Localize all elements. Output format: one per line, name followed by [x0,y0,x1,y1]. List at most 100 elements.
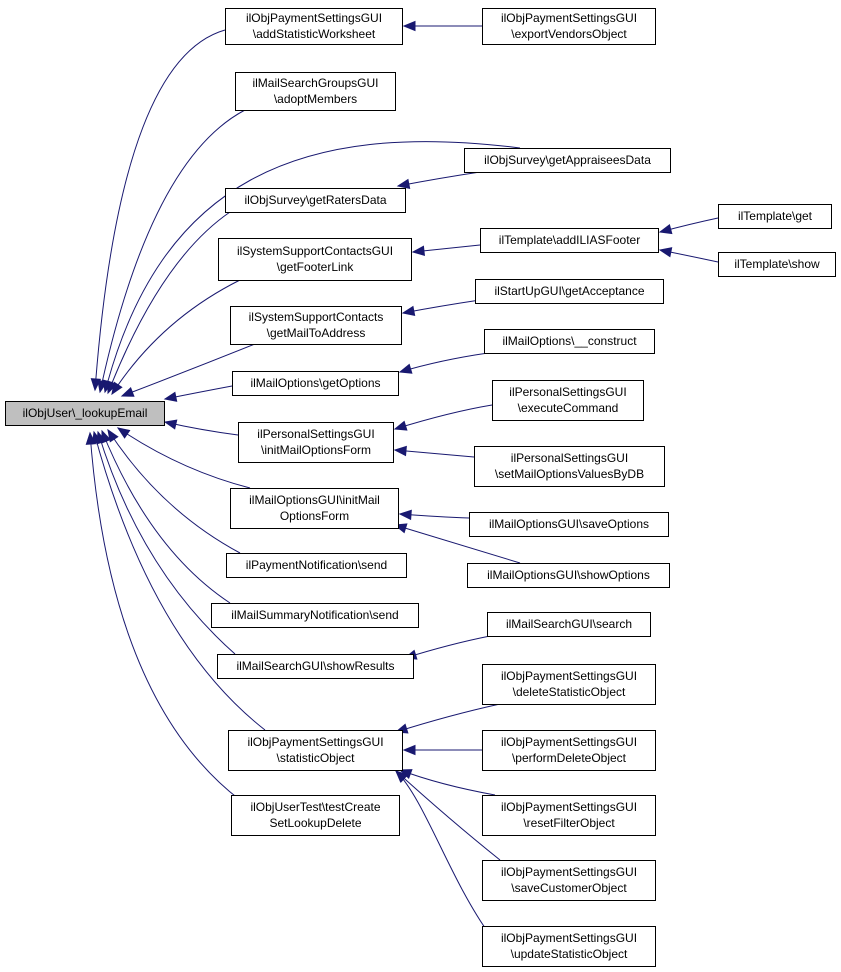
node-mail-opt-construct[interactable]: ilMailOptions\__construct [484,329,655,354]
edge-mail-opt-construct-to-get-options [399,352,489,373]
node-box[interactable] [482,860,656,901]
node-box[interactable] [5,401,165,426]
node-tpl-show[interactable]: ilTemplate\show [718,252,836,277]
node-stat-obj[interactable]: ilObjPaymentSettingsGUI\statisticObject [228,730,403,771]
node-label-line: ilObjSurvey\getAppraiseesData [484,153,651,167]
node-show-options[interactable]: ilMailOptionsGUI\showOptions [467,563,670,588]
node-box[interactable] [217,654,414,679]
node-box[interactable] [232,371,399,396]
node-set-mail-opt-db[interactable]: ilPersonalSettingsGUI\setMailOptionsValu… [474,446,665,487]
arrowhead-get-acceptance-to-get-mail-to [401,305,416,317]
arrowhead-tpl-get-to-add-ilias-footer [658,223,673,235]
edge-show-results-to-root [97,431,236,655]
node-label-line: \statisticObject [276,751,355,765]
node-box[interactable] [226,553,407,578]
node-perf-del[interactable]: ilObjPaymentSettingsGUI\performDeleteObj… [482,730,656,771]
node-adopt-members[interactable]: ilMailSearchGroupsGUI\adoptMembers [235,72,396,111]
node-add-ilias-footer[interactable]: ilTemplate\addILIASFooter [480,228,659,253]
node-box[interactable] [482,664,656,705]
node-label-line: ilMailSearchGUI\showResults [236,659,394,673]
node-box[interactable] [464,148,671,173]
node-label-line: \addStatisticWorksheet [253,27,376,41]
arrowhead-mail-opt-gui-init-to-root [116,427,131,439]
node-add-stat-ws[interactable]: ilObjPaymentSettingsGUI\addStatisticWork… [225,8,403,45]
node-get-footer-link[interactable]: ilSystemSupportContactsGUI\getFooterLink [218,238,412,281]
node-box[interactable] [475,279,664,304]
arrowhead-perf-del-to-stat-obj [402,744,416,756]
node-box[interactable] [228,730,403,771]
node-label-line: ilTemplate\addILIASFooter [499,233,640,247]
node-del-stat[interactable]: ilObjPaymentSettingsGUI \deleteStatisticO… [482,664,656,705]
node-box[interactable] [231,795,400,836]
node-show-results[interactable]: ilMailSearchGUI\showResults [217,654,414,679]
node-box[interactable] [467,563,670,588]
arrowhead-export-vendors-to-add-stat-ws [402,20,416,32]
node-label-line: ilPersonalSettingsGUI [511,451,628,465]
node-box[interactable] [230,488,399,529]
node-summary-send[interactable]: ilMailSummaryNotification\send [211,603,419,628]
node-label-line: ilPersonalSettingsGUI [257,427,374,441]
node-label-line: ilObjUserTest\testCreate [250,800,380,814]
node-box[interactable] [238,422,394,463]
node-label-line: \performDeleteObject [512,751,627,765]
node-search[interactable]: ilMailSearchGUI\search [487,612,651,637]
node-export-vendors[interactable]: ilObjPaymentSettingsGUI\exportVendorsObj… [482,8,656,45]
node-box[interactable] [480,228,659,253]
node-box[interactable] [487,612,651,637]
node-label-line: \saveCustomerObject [511,881,627,895]
node-tpl-get[interactable]: ilTemplate\get [718,204,832,229]
node-root[interactable]: ilObjUser\_lookupEmail [5,401,165,426]
node-upd-stat[interactable]: ilObjPaymentSettingsGUI\updateStatisticO… [482,926,656,967]
node-label-line: ilObjUser\_lookupEmail [23,406,148,420]
node-label-line: \initMailOptionsForm [261,443,371,457]
node-reset-filter[interactable]: ilObjPaymentSettingsGUI\resetFilterObjec… [482,795,656,836]
node-box[interactable] [492,380,644,421]
node-box[interactable] [482,795,656,836]
node-save-options[interactable]: ilMailOptionsGUI\saveOptions [469,512,669,537]
node-get-options[interactable]: ilMailOptions\getOptions [232,371,399,396]
node-box[interactable] [718,204,832,229]
node-label-line: ilObjPaymentSettingsGUI [501,669,637,683]
node-exec-cmd[interactable]: ilPersonalSettingsGUI\executeCommand [492,380,644,421]
arrowhead-payment-send-to-root [107,428,119,443]
node-label-line: ilObjPaymentSettingsGUI [501,800,637,814]
edge-exec-cmd-to-init-mail-opt-form [394,404,493,430]
arrowhead-get-footer-link-to-root [111,381,123,396]
edge-add-stat-ws-to-root [94,29,226,391]
node-box[interactable] [211,603,419,628]
node-box[interactable] [225,188,406,213]
node-box[interactable] [225,8,403,45]
node-label-line: \deleteStatisticObject [513,685,626,699]
node-box[interactable] [218,238,412,281]
edge-get-appraisees-to-root [104,141,521,393]
edge-show-options-to-mail-opt-gui-init [394,524,521,564]
node-box[interactable] [469,512,669,537]
node-label-line: ilMailSearchGroupsGUI [252,76,378,90]
node-get-appraisees[interactable]: ilObjSurvey\getAppraiseesData [464,148,671,173]
edge-get-appraisees-to-get-raters [397,171,481,187]
node-box[interactable] [474,446,665,487]
node-box[interactable] [230,306,402,345]
node-get-mail-to[interactable]: ilSystemSupportContacts\getMailToAddress [230,306,402,345]
node-get-acceptance[interactable]: ilStartUpGUI\getAcceptance [475,279,664,304]
node-get-raters[interactable]: ilObjSurvey\getRatersData [225,188,406,213]
node-mail-opt-gui-init[interactable]: ilMailOptionsGUI\initMailOptionsForm [230,488,399,529]
arrowhead-user-test-to-root [85,431,97,445]
node-box[interactable] [482,926,656,967]
node-label-line: \getFooterLink [277,260,355,274]
node-label-line: ilMailSummaryNotification\send [231,608,398,622]
node-box[interactable] [482,8,656,45]
node-box[interactable] [484,329,655,354]
node-init-mail-opt-form[interactable]: ilPersonalSettingsGUI \initMailOptionsFor… [238,422,394,463]
arrowhead-add-ilias-footer-to-get-footer-link [411,245,425,256]
node-label-line: OptionsForm [280,509,349,523]
node-box[interactable] [482,730,656,771]
node-payment-send[interactable]: ilPaymentNotification\send [226,553,407,578]
node-box[interactable] [718,252,836,277]
node-save-customer[interactable]: ilObjPaymentSettingsGUI\saveCustomerObje… [482,860,656,901]
node-label-line: ilMailOptionsGUI\initMail [249,493,380,507]
edge-get-footer-link-to-root [111,279,241,395]
node-box[interactable] [235,72,396,111]
arrowhead-set-mail-opt-db-to-init-mail-opt-form [393,445,407,457]
